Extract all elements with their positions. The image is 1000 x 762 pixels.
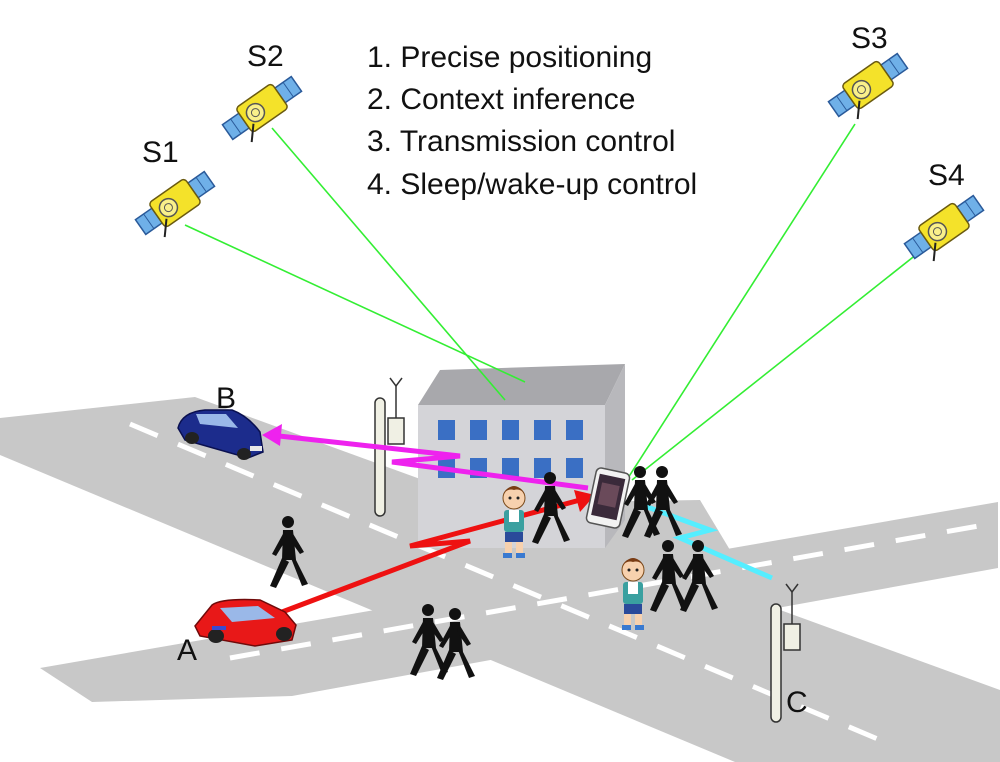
- link-to-b: [262, 424, 589, 491]
- link-to-c: [641, 502, 773, 581]
- gps-link-s1: [184, 224, 526, 383]
- link-to-a: [281, 490, 595, 615]
- gps-link-s4: [631, 249, 923, 481]
- satellite-label-s3: S3: [851, 22, 888, 55]
- road-marking-main: [129, 421, 881, 743]
- car-icon: [177, 409, 264, 460]
- function-item-1: 1. Precise positioning: [367, 41, 652, 74]
- smartphone-icon: [585, 467, 631, 529]
- road-marking-cross: [229, 521, 991, 661]
- point-label-a: A: [177, 634, 197, 667]
- satellite-label-s1: S1: [142, 136, 179, 169]
- satellite-icon: [130, 47, 993, 271]
- satellite-label-s2: S2: [247, 40, 284, 73]
- function-item-2: 2. Context inference: [367, 83, 636, 116]
- satellite-label-s4: S4: [928, 159, 965, 192]
- function-item-4: 4. Sleep/wake-up control: [367, 168, 697, 201]
- car-icon: [194, 598, 297, 647]
- function-item-3: 3. Transmission control: [367, 125, 675, 158]
- gps-link-s2: [271, 127, 506, 401]
- gps-link-s3: [627, 123, 856, 479]
- point-label-c: C: [786, 686, 808, 719]
- gps-links: [184, 123, 923, 481]
- function-list: 1. Precise positioning 2. Context infere…: [367, 41, 697, 201]
- point-label-b: B: [216, 382, 236, 415]
